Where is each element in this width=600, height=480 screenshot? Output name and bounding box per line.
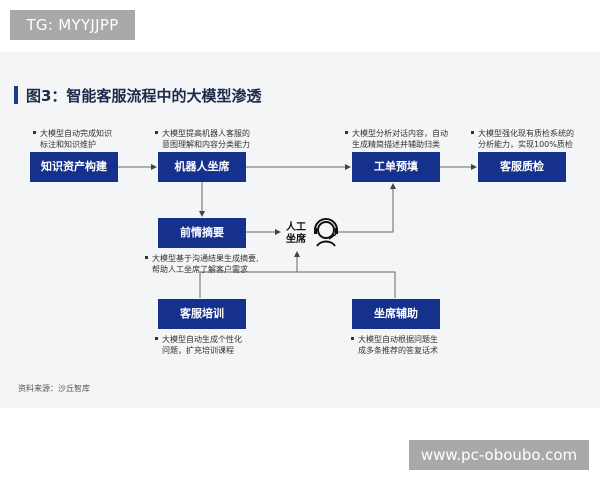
title-accent-bar [14, 86, 18, 104]
source-caption: 资料来源：沙丘智库 [18, 384, 90, 393]
headset-agent-icon [314, 218, 338, 247]
note-training: 大模型自动生成个性化问题，扩充培训课程 [155, 335, 242, 355]
ticket-prefill-box: 工单预填 [352, 152, 440, 182]
knowledge-asset-box: 知识资产构建 [30, 152, 118, 182]
note-ticket: 大模型分析对话内容，自动生成精简描述并辅助归类 [345, 129, 448, 149]
diagram-panel [0, 52, 600, 408]
line-training-assist-to-human [199, 271, 396, 298]
agent-assist-box: 坐席辅助 [352, 299, 440, 329]
note-summary: 大模型基于沟通结果生成摘要,帮助人工坐席了解客户需求 [145, 254, 259, 274]
arrow-human-to-ticket [337, 183, 396, 233]
summary-box: 前情摘要 [158, 218, 246, 248]
note-robot: 大模型提高机器人客服的意图理解和内容分类能力 [155, 129, 250, 149]
robot-agent-box: 机器人坐席 [158, 152, 246, 182]
human-agent-label: 人工坐席 [286, 222, 306, 245]
note-knowledge: 大模型自动完成知识标注和知识维护 [33, 129, 112, 149]
quality-check-box: 客服质检 [478, 152, 566, 182]
training-box: 客服培训 [158, 299, 246, 329]
watermark-tag-bottom: www.pc-oboubo.com [409, 440, 589, 470]
diagram-title: 图3：智能客服流程中的大模型渗透 [26, 87, 262, 105]
watermark-tag-top: TG: MYYJJPP [10, 10, 135, 40]
note-assist: 大模型自动根据问题生成多条推荐的答复话术 [351, 335, 438, 355]
note-quality: 大模型强化现有质检系统的分析能力，实现100%质检 [471, 129, 574, 149]
